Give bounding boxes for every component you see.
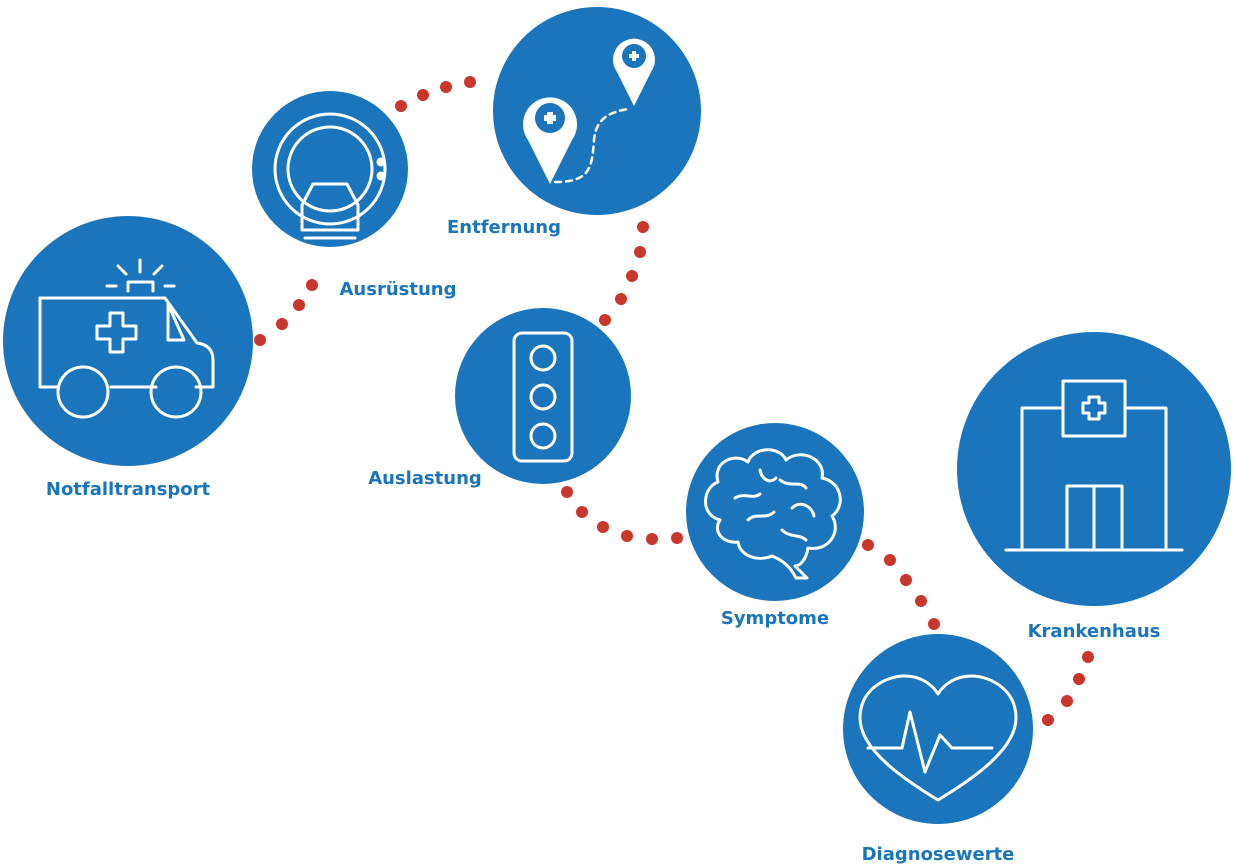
node-label: Ausrüstung (340, 279, 457, 300)
connector-dot (900, 574, 912, 586)
traffic-light-icon (512, 331, 574, 463)
connector-dot (646, 533, 658, 545)
connector-dot (615, 293, 627, 305)
connector-dot (576, 506, 588, 518)
connector-dot (306, 279, 318, 291)
connector-dot (276, 318, 288, 330)
node-label: Symptome (721, 608, 829, 629)
node-label: Notfalltransport (46, 479, 211, 500)
node-diagnosewerte: Diagnosewerte (843, 634, 1033, 865)
node-circle (957, 332, 1231, 606)
node-entfernung: Entfernung (447, 7, 701, 238)
connector-dot (1073, 673, 1085, 685)
ambulance-icon (38, 258, 215, 419)
connector-dot (671, 532, 683, 544)
connector-dot (915, 595, 927, 607)
connector-dot (1082, 651, 1094, 663)
connector-dot (254, 334, 266, 346)
brain-icon (704, 448, 842, 580)
node-label: Diagnosewerte (862, 844, 1015, 865)
connector-dot (621, 530, 633, 542)
node-notfalltransport: Notfalltransport (3, 216, 253, 500)
connector-dot (928, 618, 940, 630)
node-circle (493, 7, 701, 215)
connector-dot (464, 76, 476, 88)
node-circle (455, 308, 631, 484)
connector-dot (293, 299, 305, 311)
node-circle (3, 216, 253, 466)
connector-dot (626, 270, 638, 282)
connector-dot (395, 100, 407, 112)
connector-dot (637, 221, 649, 233)
connector-dot (1042, 714, 1054, 726)
hospital-icon (1004, 379, 1184, 552)
dotted-connectors (254, 76, 1094, 726)
connector-dot (599, 314, 611, 326)
node-label: Auslastung (368, 468, 482, 489)
mri-scanner-icon (273, 112, 387, 240)
node-krankenhaus: Krankenhaus (957, 332, 1231, 642)
node-label: Krankenhaus (1028, 621, 1161, 642)
connector-dot (417, 89, 429, 101)
heart-pulse-icon (858, 674, 1018, 802)
node-auslastung: Auslastung (368, 308, 631, 489)
node-ausruestung: Ausrüstung (252, 91, 456, 300)
connector-dot (597, 521, 609, 533)
map-route-icon (523, 38, 655, 184)
node-label: Entfernung (447, 217, 561, 238)
connector-dot (440, 81, 452, 93)
node-symptome: Symptome (686, 423, 864, 629)
connector-dot (884, 554, 896, 566)
node-circle (843, 634, 1033, 824)
connector-dot (561, 486, 573, 498)
connector-dot (634, 246, 646, 258)
connector-dot (1061, 695, 1073, 707)
connector-dot (862, 539, 874, 551)
